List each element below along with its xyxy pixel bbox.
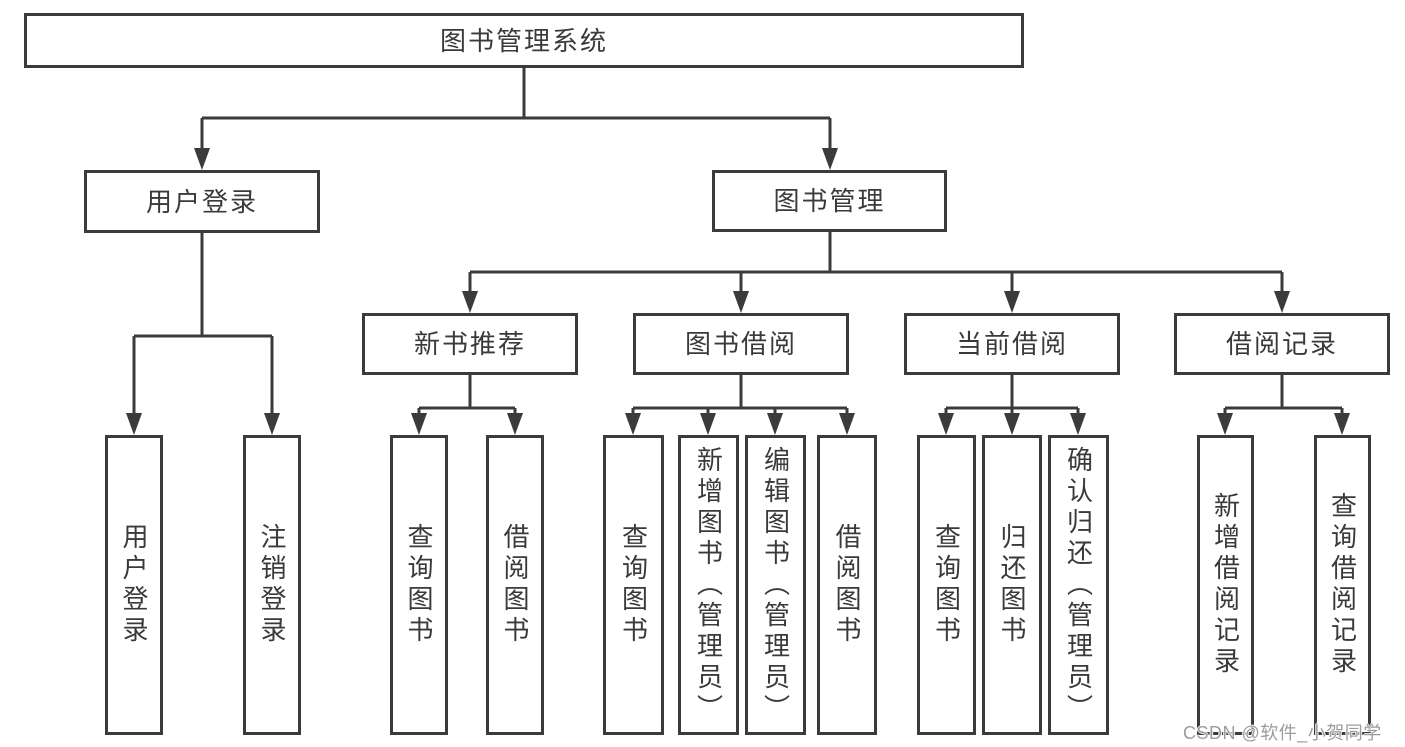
arrowheads [126,148,1350,435]
leaf-cb-confirm-return-admin: 确认归还（管理员） [1048,435,1109,735]
leaf-bb-query-books: 查询图书 [603,435,664,735]
leaf-user-login: 用户登录 [105,435,163,735]
node-borrowing-records: 借阅记录 [1174,313,1390,375]
node-new-book-recommend: 新书推荐 [362,313,578,375]
leaf-cb-return-books: 归还图书 [982,435,1042,735]
leaf-logout: 注销登录 [243,435,301,735]
node-user-login: 用户登录 [84,170,320,233]
watermark: CSDN @软件_小贺同学 [1183,723,1382,743]
tree-edges [132,68,1344,416]
node-root-system: 图书管理系统 [24,13,1024,68]
node-book-management: 图书管理 [712,170,947,232]
leaf-bb-edit-book-admin: 编辑图书（管理员） [745,435,806,735]
leaf-nb-query-books: 查询图书 [390,435,448,735]
leaf-bb-add-book-admin: 新增图书（管理员） [678,435,739,735]
node-book-borrowing: 图书借阅 [633,313,849,375]
node-current-borrowing: 当前借阅 [904,313,1120,375]
leaf-br-query-borrow-record: 查询借阅记录 [1314,435,1371,735]
leaf-br-add-borrow-record: 新增借阅记录 [1197,435,1254,735]
leaf-bb-borrow-books: 借阅图书 [817,435,877,735]
leaf-nb-borrow-books: 借阅图书 [486,435,544,735]
leaf-cb-query-books: 查询图书 [917,435,976,735]
